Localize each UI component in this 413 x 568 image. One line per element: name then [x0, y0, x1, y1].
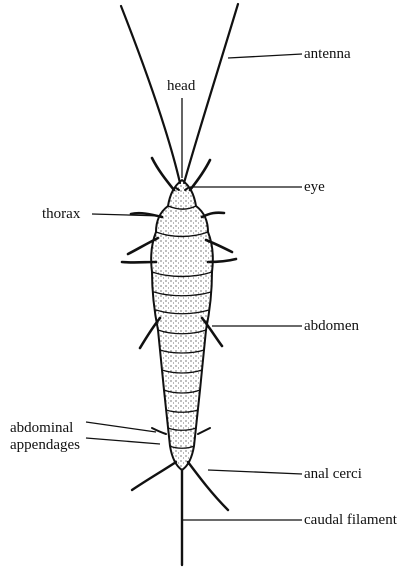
label-abdominal-appendages: abdominal appendages: [10, 420, 80, 454]
left-cercus: [132, 462, 176, 490]
left-antenna: [121, 6, 180, 183]
label-antenna: antenna: [304, 46, 351, 62]
leader-appendages-2: [86, 438, 160, 444]
label-abdominal-line2: appendages: [10, 437, 80, 454]
label-anal-cerci: anal cerci: [304, 466, 362, 482]
label-eye: eye: [304, 179, 325, 195]
leader-anal-cerci: [208, 470, 302, 474]
right-cercus: [188, 462, 228, 510]
label-abdominal-line1: abdominal: [10, 420, 80, 437]
label-head: head: [167, 78, 195, 94]
leader-appendages-1: [86, 422, 156, 432]
leader-antenna: [228, 54, 302, 58]
label-caudal-filament: caudal filament: [304, 512, 397, 528]
label-thorax: thorax: [42, 206, 80, 222]
body-outline: [151, 180, 213, 470]
label-abdomen: abdomen: [304, 318, 359, 334]
